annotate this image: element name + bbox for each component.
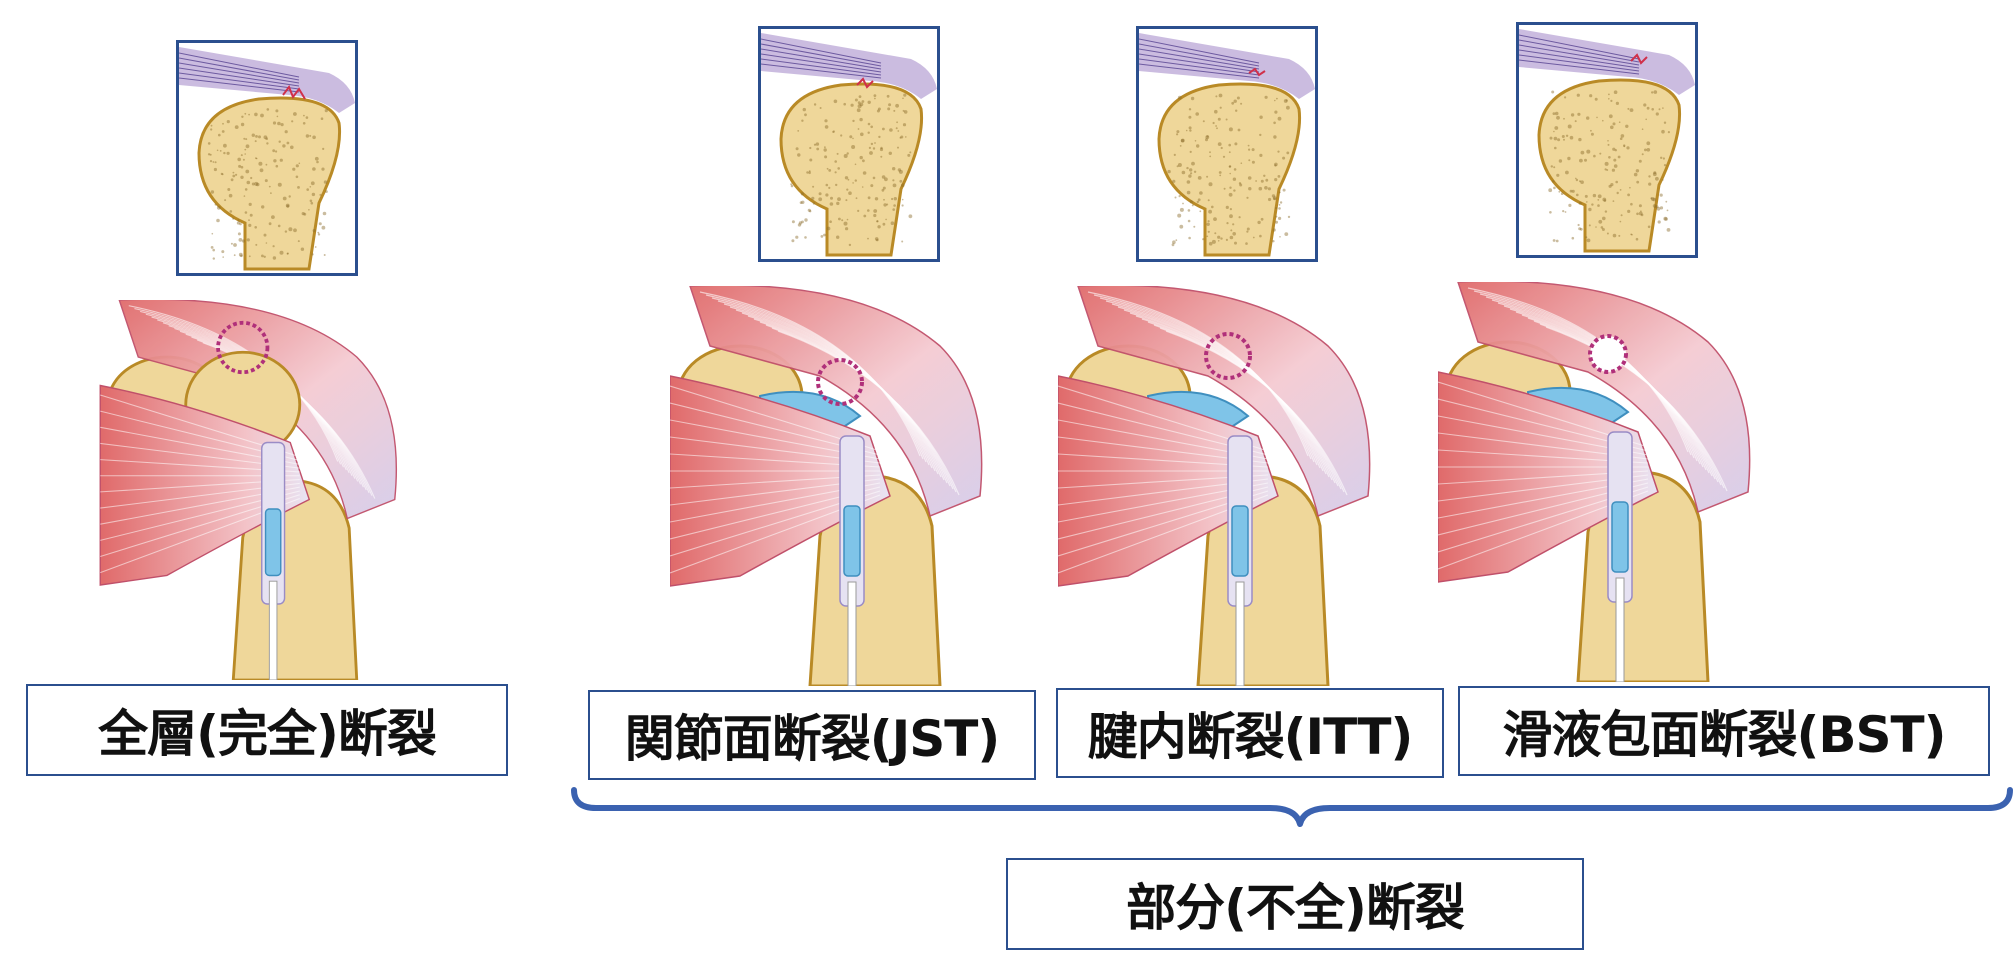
humeral-head-section <box>1537 78 1682 253</box>
label-partial-group: 部分(不全)断裂 <box>1006 858 1584 950</box>
supraspinatus-muscle <box>1457 282 1751 514</box>
shoulder-drawing <box>99 300 398 680</box>
shoulder-drawing <box>1438 282 1751 682</box>
humeral-head-section <box>197 96 342 271</box>
shoulder-illustration-itt <box>1058 286 1388 686</box>
tear-lesion <box>1588 334 1628 374</box>
cross-section-drawing <box>761 33 937 257</box>
inset-full-thickness <box>176 40 358 276</box>
inset-itt <box>1136 26 1318 262</box>
biceps-cord <box>847 581 857 686</box>
shoulder-drawing <box>670 286 983 686</box>
label-jst: 関節面断裂(JST) <box>588 690 1036 780</box>
cross-section-drawing <box>179 47 355 271</box>
biceps-sheath <box>843 505 861 577</box>
humeral-head-section <box>779 82 924 257</box>
supraspinatus-muscle <box>689 286 983 518</box>
biceps-cord <box>1615 577 1625 682</box>
tendon-strip <box>179 47 355 113</box>
biceps-sheath <box>1231 505 1249 577</box>
label-full-thickness: 全層(完全)断裂 <box>26 684 508 776</box>
inset-bst <box>1516 22 1698 258</box>
shoulder-drawing <box>1058 286 1371 686</box>
label-itt: 腱内断裂(ITT) <box>1056 688 1444 778</box>
tear-lesion <box>1204 332 1252 380</box>
tear-marker <box>1248 67 1266 77</box>
bone-stipple <box>1167 93 1291 247</box>
tear-lesion <box>816 358 864 406</box>
tendon-strip <box>761 33 937 99</box>
supraspinatus-muscle <box>118 300 398 520</box>
tendon-strip <box>1139 33 1315 99</box>
label-bst: 滑液包面断裂(BST) <box>1458 686 1990 776</box>
biceps-cord <box>1235 581 1245 686</box>
tendon-strip <box>1519 29 1695 95</box>
bone-stipple <box>790 93 913 247</box>
supraspinatus-muscle <box>1077 286 1371 518</box>
tear-lesion <box>216 320 270 375</box>
shoulder-illustration-jst <box>670 286 1000 686</box>
inset-jst <box>758 26 940 262</box>
bone-stipple <box>207 108 328 260</box>
biceps-sheath <box>1611 501 1629 573</box>
biceps-cord <box>268 580 278 680</box>
cross-section-drawing <box>1139 33 1315 257</box>
shoulder-illustration-bst <box>1438 282 1768 682</box>
shoulder-illustration-full-thickness <box>92 300 422 680</box>
biceps-sheath <box>264 508 282 577</box>
tear-marker <box>282 84 306 100</box>
cross-section-drawing <box>1519 29 1695 253</box>
humeral-head-section <box>1157 82 1302 257</box>
tear-marker <box>1630 53 1648 65</box>
bone-stipple <box>1548 90 1671 243</box>
tear-marker <box>856 77 874 89</box>
